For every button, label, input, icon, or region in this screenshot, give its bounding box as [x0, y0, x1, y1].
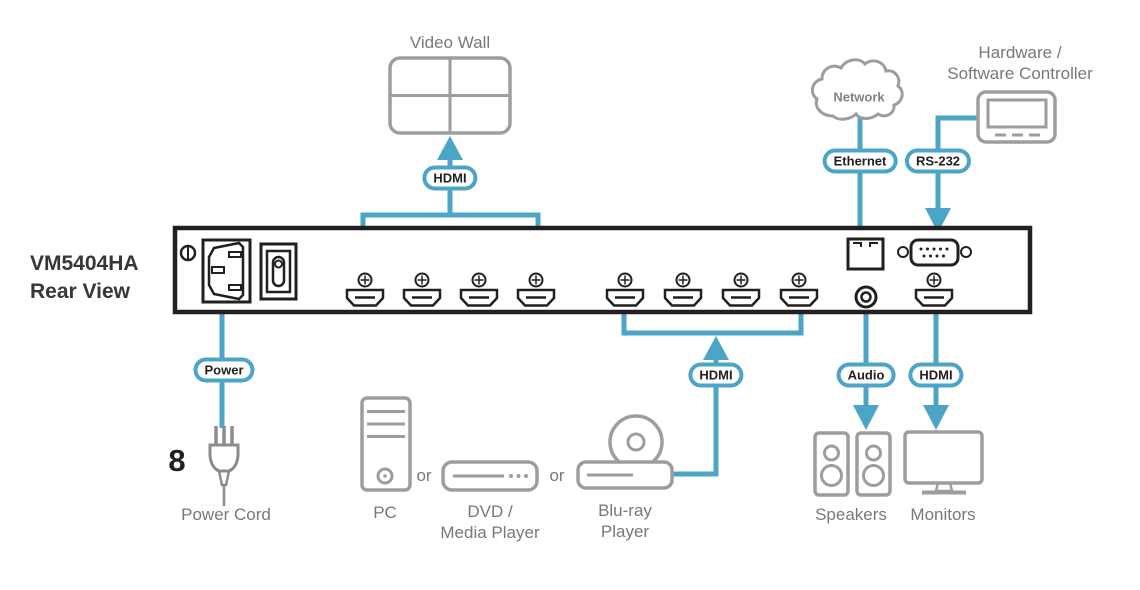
hdmi-port-icon — [779, 272, 819, 307]
power-tag: Power — [193, 357, 255, 383]
bluray-player-label: Blu-ray Player — [598, 500, 652, 542]
power-cord-icon — [208, 426, 240, 506]
hdmi-port-icon — [605, 272, 645, 307]
arrow-down-monitors-icon — [923, 405, 949, 430]
device-title: VM5404HA Rear View — [30, 250, 139, 306]
hdmi-port-group — [345, 272, 954, 307]
ac-power-socket-icon — [201, 238, 252, 304]
hdmi-video-wall-tag: HDMI — [422, 165, 478, 191]
hdmi-port-icon — [459, 272, 499, 307]
callout-number: 8 — [168, 443, 186, 478]
network-label: Network — [833, 89, 885, 105]
device-title-line2: Rear View — [30, 280, 131, 303]
hdmi-port-icon — [345, 272, 385, 307]
or-label-2: or — [549, 466, 565, 485]
bluray-player-label-line1: Blu-ray — [598, 501, 652, 520]
dvd-player-label-line1: DVD / — [467, 502, 513, 521]
or-label-1: or — [416, 466, 432, 485]
dvd-player-label-line2: Media Player — [440, 523, 540, 542]
hdmi-port-icon — [663, 272, 703, 307]
monitor-icon — [903, 430, 984, 495]
controller-icon — [976, 90, 1057, 144]
arrow-up-input-bracket-icon — [703, 336, 729, 360]
arrow-up-video-wall-icon — [437, 136, 463, 160]
arrow-down-rs232-icon — [925, 208, 951, 233]
audio-port-icon — [854, 285, 878, 309]
rear-panel-chassis — [172, 225, 1033, 315]
hdmi-source-tag: HDMI — [688, 362, 744, 388]
rs232-port-icon — [897, 238, 972, 267]
hdmi-port-icon — [402, 272, 442, 307]
controller-label: Hardware / Software Controller — [947, 42, 1093, 84]
input-bracket-line — [621, 310, 804, 336]
ethernet-port-icon — [846, 237, 885, 271]
speakers-label: Speakers — [815, 505, 887, 524]
hdmi-monitor-tag: HDMI — [908, 362, 964, 388]
arrow-down-speakers-icon — [853, 405, 879, 430]
video-wall-label: Video Wall — [409, 33, 491, 52]
power-switch-icon — [259, 242, 298, 301]
hdmi-port-icon — [721, 272, 761, 307]
audio-tag: Audio — [836, 362, 896, 388]
video-wall-icon — [388, 56, 512, 135]
speakers-icon — [813, 431, 892, 497]
connection-arrows — [437, 136, 951, 430]
rear-panel — [172, 225, 1033, 315]
ethernet-tag: Ethernet — [822, 148, 898, 174]
power-cord-label: Power Cord — [181, 505, 271, 524]
network-cloud-icon — [810, 58, 904, 121]
bluray-player-icon — [576, 414, 674, 490]
controller-label-line1: Hardware / — [978, 43, 1062, 62]
hdmi-ports — [345, 272, 954, 307]
rs232-line — [935, 115, 978, 208]
dvd-player-icon — [441, 460, 539, 492]
grounding-terminal-icon — [179, 244, 197, 262]
pc-label: PC — [373, 503, 397, 522]
pc-icon — [360, 396, 412, 492]
source-hdmi-line — [672, 354, 719, 477]
hdmi-port-icon — [914, 272, 954, 307]
controller-label-line2: Software Controller — [947, 64, 1093, 83]
monitors-label: Monitors — [910, 505, 976, 524]
dvd-player-label: DVD / Media Player — [440, 501, 539, 543]
rs232-tag: RS-232 — [904, 148, 972, 174]
device-title-line1: VM5404HA — [30, 252, 139, 275]
bluray-player-label-line2: Player — [600, 522, 650, 541]
hdmi-port-icon — [516, 272, 556, 307]
